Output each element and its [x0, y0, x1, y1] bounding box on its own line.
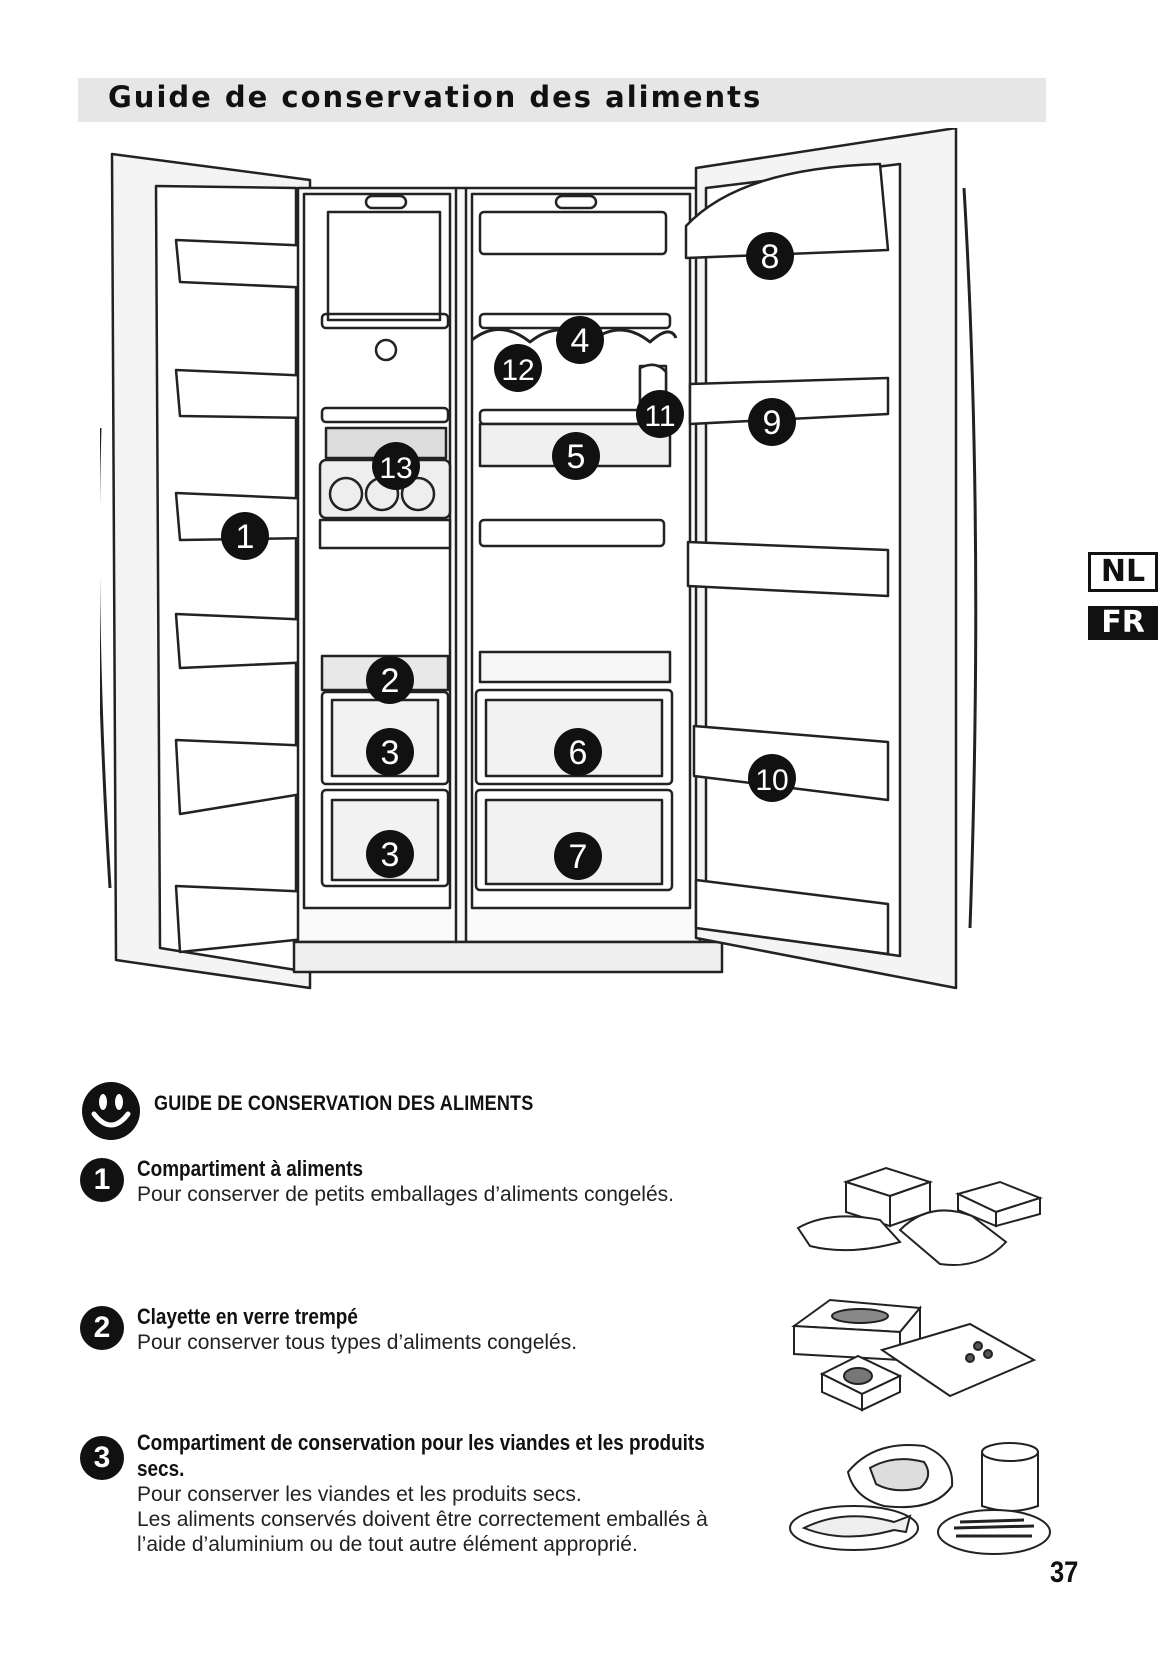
callout-3a: 3 — [366, 728, 414, 776]
callout-5: 5 — [552, 432, 600, 480]
item-description-3-line-1: Pour conserver les viandes et les produi… — [137, 1483, 582, 1506]
page-number: 37 — [1050, 1556, 1079, 1589]
callout-4: 4 — [556, 316, 604, 364]
callout-8: 8 — [746, 232, 794, 280]
callout-9: 9 — [748, 398, 796, 446]
svg-text:6: 6 — [569, 734, 588, 772]
svg-text:1: 1 — [236, 518, 255, 556]
callout-7: 7 — [554, 832, 602, 880]
item-description-3-line-3: l’aide d’aluminium ou de tout autre élém… — [137, 1533, 638, 1556]
svg-text:3: 3 — [381, 836, 400, 874]
svg-text:13: 13 — [379, 452, 412, 485]
title-bar: Guide de conservation des aliments — [78, 78, 1046, 122]
section-heading: GUIDE DE CONSERVATION DES ALIMENTS — [154, 1092, 534, 1115]
callout-3b: 3 — [366, 830, 414, 878]
item-number-2: 2 — [80, 1306, 124, 1350]
item-title-2: Clayette en verre trempé — [137, 1304, 358, 1329]
item-title-1: Compartiment à aliments — [137, 1156, 364, 1181]
meat-and-fish-icon — [789, 1442, 1051, 1555]
item-title-3-line-1: Compartiment de conservation pour les vi… — [137, 1430, 705, 1455]
page-title: Guide de conservation des aliments — [108, 80, 763, 114]
language-tab-nl: NL — [1088, 552, 1158, 592]
svg-text:3: 3 — [381, 734, 400, 772]
smiley-face-icon — [82, 1082, 140, 1140]
callout-12: 12 — [494, 344, 542, 392]
callout-6: 6 — [554, 728, 602, 776]
item-number-1: 1 — [80, 1158, 124, 1202]
svg-text:9: 9 — [763, 404, 782, 442]
svg-text:8: 8 — [761, 238, 780, 276]
svg-text:10: 10 — [755, 764, 788, 797]
callout-1: 1 — [221, 512, 269, 560]
item-description-3-line-2: Les aliments conservés doivent être corr… — [137, 1508, 708, 1531]
frozen-food-packages-icon — [796, 1166, 1043, 1266]
item-title-3-line-2: secs. — [137, 1456, 185, 1481]
callout-10: 10 — [748, 754, 796, 802]
svg-text:7: 7 — [569, 838, 588, 876]
item-description-2: Pour conserver tous types d’aliments con… — [137, 1331, 578, 1354]
callout-11: 11 — [636, 390, 684, 438]
svg-text:2: 2 — [381, 662, 400, 700]
svg-text:12: 12 — [501, 354, 534, 387]
item-description-1: Pour conserver de petits emballages d’al… — [137, 1183, 674, 1206]
callout-2: 2 — [366, 656, 414, 704]
svg-text:11: 11 — [644, 400, 675, 433]
frozen-food-boxes-icon — [791, 1298, 1037, 1412]
item-number-3: 3 — [80, 1436, 124, 1480]
language-tab-fr: FR — [1088, 606, 1158, 640]
callout-13: 13 — [372, 442, 420, 490]
svg-text:4: 4 — [571, 322, 590, 360]
svg-text:5: 5 — [567, 438, 586, 476]
fridge-diagram: 1 2 3 3 4 5 6 7 8 9 10 11 12 13 — [100, 128, 978, 990]
